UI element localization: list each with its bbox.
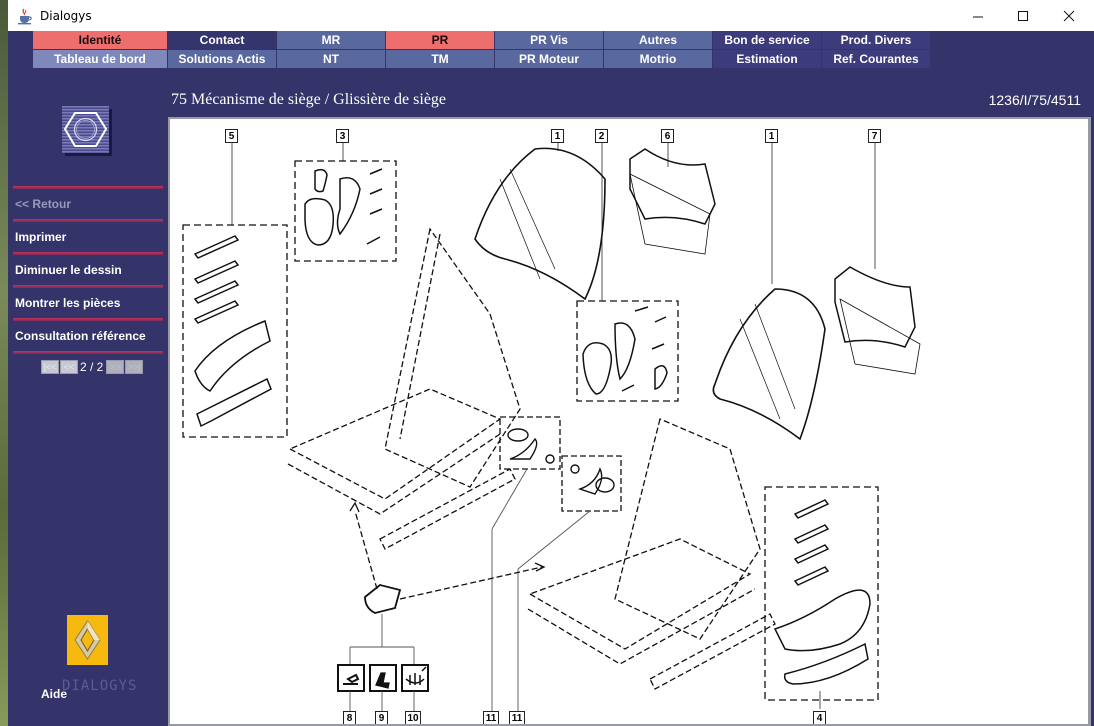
shrink-drawing-button[interactable]: Diminuer le dessin bbox=[15, 263, 122, 277]
page-title: 75 Mécanisme de siège / Glissière de siè… bbox=[171, 91, 447, 108]
seat-recline-icon bbox=[369, 664, 397, 692]
callout-1[interactable]: 1 bbox=[551, 129, 564, 143]
page-navigator: |<< << 2 / 2 >> >>| bbox=[41, 360, 144, 374]
kit-box-2 bbox=[576, 300, 679, 402]
java-cup-icon bbox=[18, 8, 32, 24]
top-navigation: Identité Contact MR PR PR Vis Autres Bon… bbox=[33, 31, 931, 69]
callout-5[interactable]: 5 bbox=[225, 129, 238, 143]
close-icon bbox=[1063, 10, 1075, 21]
menu-divider bbox=[13, 186, 163, 189]
close-button[interactable] bbox=[1046, 0, 1092, 31]
callout-7[interactable]: 7 bbox=[868, 129, 881, 143]
sidebar-menu: << Retour Imprimer Diminuer le dessin Mo… bbox=[13, 186, 163, 354]
nav-tab-ref-courantes[interactable]: Ref. Courantes bbox=[822, 50, 931, 69]
desktop-background bbox=[0, 0, 8, 726]
callout-8[interactable]: 8 bbox=[343, 711, 356, 724]
kit-box-11b bbox=[561, 455, 622, 512]
nav-tab-solutions-actis[interactable]: Solutions Actis bbox=[168, 50, 277, 69]
part-6 bbox=[629, 148, 716, 255]
menu-divider bbox=[13, 351, 163, 354]
callout-11b[interactable]: 11 bbox=[509, 711, 525, 724]
callout-11a[interactable]: 11 bbox=[483, 711, 499, 724]
nav-tab-identite[interactable]: Identité bbox=[33, 31, 168, 50]
kit-box-4 bbox=[764, 486, 879, 701]
nav-tab-mr[interactable]: MR bbox=[277, 31, 386, 50]
title-bar: Dialogys bbox=[8, 0, 1094, 31]
nav-tab-tm[interactable]: TM bbox=[386, 50, 495, 69]
part-7 bbox=[834, 266, 921, 375]
kit-box-5 bbox=[182, 224, 288, 438]
next-page-button[interactable]: >> bbox=[106, 360, 125, 374]
maximize-icon bbox=[1018, 10, 1028, 21]
exploded-view-drawing bbox=[182, 143, 921, 719]
reference-code: 1236/I/75/4511 bbox=[988, 92, 1081, 108]
nav-tab-estimation[interactable]: Estimation bbox=[713, 50, 822, 69]
minimize-icon bbox=[973, 16, 983, 17]
menu-divider bbox=[13, 219, 163, 222]
app-window: Dialogys Identité Contact MR PR PR Vis A… bbox=[8, 0, 1094, 726]
help-link[interactable]: Aide bbox=[41, 687, 68, 701]
nav-tab-pr-vis[interactable]: PR Vis bbox=[495, 31, 604, 50]
nav-tab-autres[interactable]: Autres bbox=[604, 31, 713, 50]
callout-10[interactable]: 10 bbox=[405, 711, 421, 724]
menu-divider bbox=[13, 318, 163, 321]
first-page-button[interactable]: |<< bbox=[41, 360, 59, 374]
nav-tab-tableau-de-bord[interactable]: Tableau de bord bbox=[33, 50, 168, 69]
parts-diagram[interactable]: 5 3 1 2 6 1 7 4 8 9 10 11 11 bbox=[168, 117, 1091, 726]
dialogys-watermark: DIALOGYS bbox=[62, 678, 138, 694]
reference-lookup-button[interactable]: Consultation référence bbox=[15, 329, 146, 343]
renault-logo-icon bbox=[67, 615, 108, 665]
last-page-button[interactable]: >>| bbox=[125, 360, 144, 374]
nav-tab-prod-divers[interactable]: Prod. Divers bbox=[822, 31, 931, 50]
callout-3[interactable]: 3 bbox=[336, 129, 349, 143]
hex-nut-icon bbox=[62, 106, 112, 156]
minimize-button[interactable] bbox=[955, 0, 1001, 31]
nav-tab-pr[interactable]: PR bbox=[386, 31, 495, 50]
nav-tab-bon-de-service[interactable]: Bon de service bbox=[713, 31, 822, 50]
part-4-parts bbox=[773, 499, 871, 685]
kit-box-3 bbox=[294, 160, 397, 262]
callout-4[interactable]: 4 bbox=[813, 711, 826, 724]
nav-tab-pr-moteur[interactable]: PR Moteur bbox=[495, 50, 604, 69]
callout-6[interactable]: 6 bbox=[661, 129, 674, 143]
page-indicator: 2 / 2 bbox=[80, 360, 104, 374]
part-1-left bbox=[474, 147, 606, 301]
window-title: Dialogys bbox=[40, 8, 92, 23]
sidebar: << Retour Imprimer Diminuer le dessin Mo… bbox=[8, 70, 168, 726]
seat-frame-left bbox=[287, 227, 521, 550]
back-button[interactable]: << Retour bbox=[15, 197, 72, 211]
seat-switch bbox=[364, 584, 402, 614]
kit-box-11a bbox=[499, 416, 561, 470]
nav-tab-motrio[interactable]: Motrio bbox=[604, 50, 713, 69]
callout-9[interactable]: 9 bbox=[375, 711, 388, 724]
seat-slide-icon bbox=[337, 664, 365, 692]
part-2-parts bbox=[582, 306, 668, 395]
part-1-right bbox=[712, 288, 826, 441]
prev-page-button[interactable]: << bbox=[60, 360, 78, 374]
part-3-parts bbox=[304, 168, 383, 246]
part-5-parts bbox=[193, 235, 272, 428]
nav-tab-contact[interactable]: Contact bbox=[168, 31, 277, 50]
show-parts-button[interactable]: Montrer les pièces bbox=[15, 296, 121, 310]
print-button[interactable]: Imprimer bbox=[15, 230, 67, 244]
menu-divider bbox=[13, 252, 163, 255]
callout-2[interactable]: 2 bbox=[595, 129, 608, 143]
maximize-button[interactable] bbox=[1000, 0, 1046, 31]
seat-heating-icon bbox=[401, 664, 429, 692]
menu-divider bbox=[13, 285, 163, 288]
callout-1-right[interactable]: 1 bbox=[765, 129, 778, 143]
nav-tab-nt[interactable]: NT bbox=[277, 50, 386, 69]
seat-frame-right bbox=[527, 418, 776, 690]
